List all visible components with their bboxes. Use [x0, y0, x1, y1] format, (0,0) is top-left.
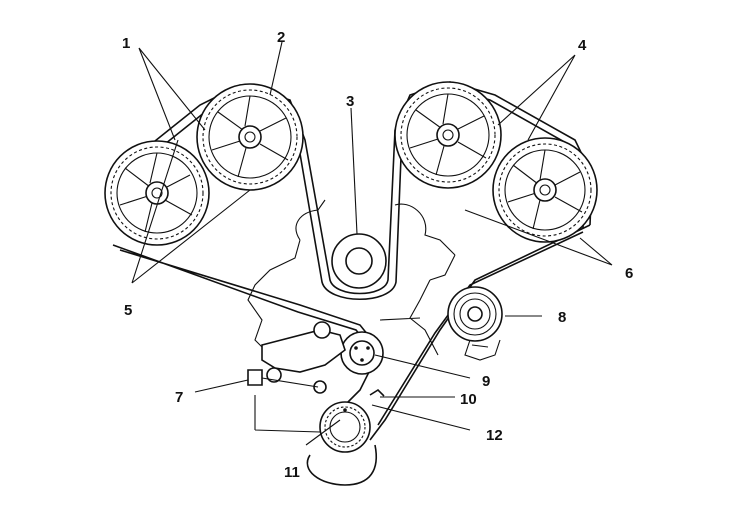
- callout-2: 2: [277, 29, 285, 46]
- callout-10: 10: [460, 391, 477, 408]
- camshaft-pulley-left-outer: [104, 140, 210, 246]
- callout-3: 3: [346, 93, 354, 110]
- engine-block-outline: [247, 199, 456, 433]
- auto-tensioner-bracket: [247, 321, 346, 394]
- callout-11: 11: [284, 464, 300, 481]
- callout-7: 7: [175, 389, 183, 406]
- callout-5: 5: [124, 302, 132, 319]
- idler-pulley: [340, 331, 384, 375]
- callout-9: 9: [482, 373, 490, 390]
- leader-lines: [131, 41, 613, 446]
- camshaft-pulley-right-outer: [492, 137, 598, 243]
- callout-1: 1: [122, 35, 130, 52]
- water-pump-pulley: [331, 233, 387, 289]
- callout-8: 8: [558, 309, 566, 326]
- callout-6: 6: [625, 265, 633, 282]
- timing-mark-pointer: [369, 388, 385, 397]
- callout-4: 4: [578, 37, 587, 54]
- camshaft-pulley-left-inner: [196, 83, 304, 191]
- camshaft-pulley-right-inner: [394, 81, 502, 189]
- tensioner-pulley: [447, 286, 503, 361]
- crankshaft-sprocket: [319, 401, 371, 453]
- callout-12: 12: [486, 427, 503, 444]
